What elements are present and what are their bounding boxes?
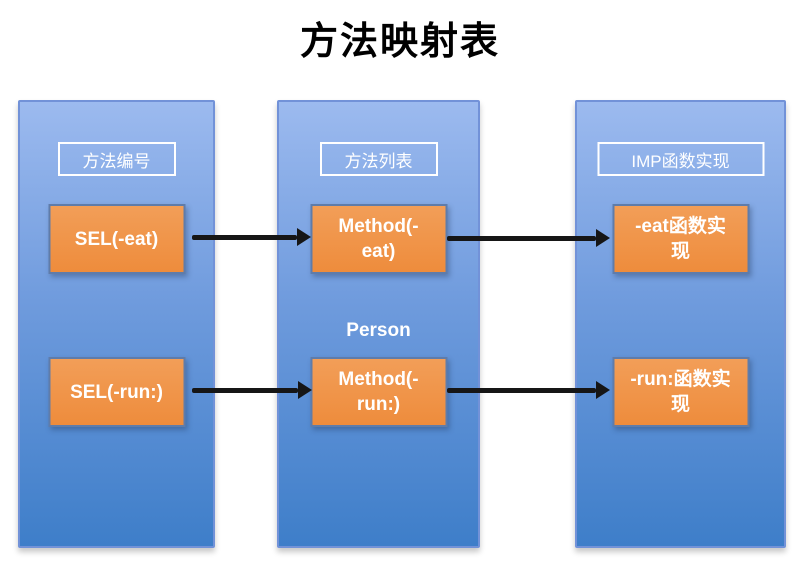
column-method-list: 方法列表 Method(- eat) Person Method(- run:) bbox=[277, 100, 480, 548]
class-name-label: Person bbox=[346, 320, 411, 341]
node-imp-run: -run:函数实 现 bbox=[612, 357, 749, 427]
page-title: 方法映射表 bbox=[299, 18, 500, 63]
arrow-method-eat-to-imp-eat bbox=[447, 229, 610, 247]
arrow-method-run-to-imp-run bbox=[447, 381, 610, 399]
column-header-method-ids: 方法编号 bbox=[57, 142, 176, 176]
column-header-imp-implementations: IMP函数实现 bbox=[597, 142, 764, 176]
node-sel-run: SEL(-run:) bbox=[48, 357, 185, 427]
node-method-eat: Method(- eat) bbox=[310, 204, 447, 274]
node-imp-eat: -eat函数实 现 bbox=[612, 204, 749, 274]
column-header-method-list: 方法列表 bbox=[319, 142, 438, 176]
node-sel-eat: SEL(-eat) bbox=[48, 204, 185, 274]
column-imp-implementations: IMP函数实现 -eat函数实 现 -run:函数实 现 bbox=[575, 100, 786, 548]
node-method-run: Method(- run:) bbox=[310, 357, 447, 427]
column-method-ids: 方法编号 SEL(-eat) SEL(-run:) bbox=[18, 100, 215, 548]
arrow-sel-run-to-method-run bbox=[192, 381, 312, 399]
arrow-sel-eat-to-method-eat bbox=[192, 228, 311, 246]
